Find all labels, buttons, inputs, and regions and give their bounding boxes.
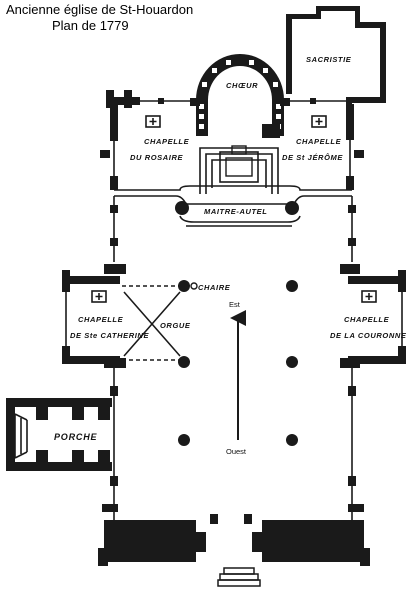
label-maitre-autel: MAITRE-AUTEL xyxy=(204,207,267,216)
chapelle-couronne-walls xyxy=(340,264,406,368)
chapelle-catherine-walls xyxy=(62,264,182,368)
label-chaire: CHAIRE xyxy=(198,283,231,292)
label-chapelle-rosaire-1: CHAPELLE xyxy=(144,137,190,146)
plan-title: Ancienne église de St-Houardon xyxy=(6,2,194,17)
maitre-autel xyxy=(114,145,352,227)
label-est: Est xyxy=(229,300,241,309)
label-sacristie: SACRISTIE xyxy=(306,55,352,64)
label-chapelle-couronne-2: DE LA COURONNE xyxy=(330,331,407,340)
label-chapelle-jerome-1: CHAPELLE xyxy=(296,137,342,146)
nave-walls xyxy=(110,196,356,262)
nave-pillars xyxy=(178,280,298,446)
lower-nave-walls xyxy=(102,368,364,520)
porche-walls xyxy=(6,398,112,471)
facade-walls xyxy=(98,514,370,587)
label-choeur: CHŒUR xyxy=(226,81,258,90)
label-ouest: Ouest xyxy=(226,447,247,456)
plan-subtitle: Plan de 1779 xyxy=(52,18,129,33)
label-chapelle-catherine-2: DE Ste CATHERINE xyxy=(70,331,149,340)
label-chapelle-jerome-2: DE St JÉRÔME xyxy=(282,153,343,162)
label-chapelle-catherine-1: CHAPELLE xyxy=(78,315,124,324)
label-chapelle-rosaire-2: DU ROSAIRE xyxy=(130,153,183,162)
choeur-apse xyxy=(190,54,290,138)
label-porche: PORCHE xyxy=(54,432,98,442)
label-chapelle-couronne-1: CHAPELLE xyxy=(344,315,390,324)
transept-walls xyxy=(100,90,364,190)
label-orgue: ORGUE xyxy=(160,321,191,330)
